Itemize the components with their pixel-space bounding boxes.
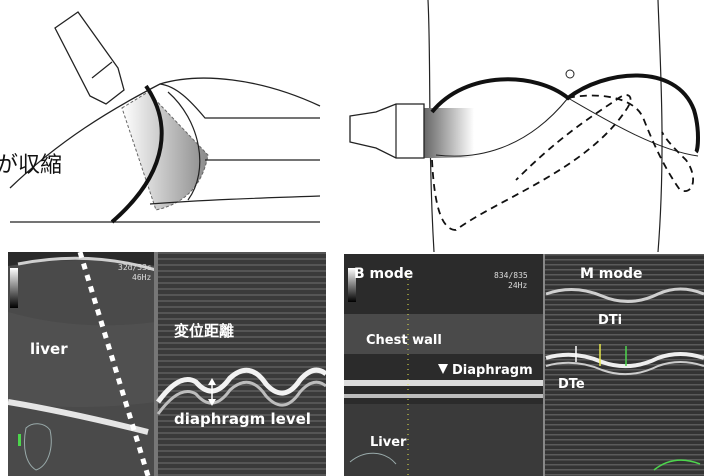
torso-right-outline xyxy=(658,0,662,252)
title-b-mode: B mode xyxy=(354,266,413,282)
label-chest-wall: Chest wall xyxy=(366,333,442,348)
m-mode-region xyxy=(156,252,326,476)
ultrasound-image-right: B mode M mode 834/835 24Hz Chest wall Di… xyxy=(344,254,704,476)
side-view-drawing: が収縮 xyxy=(0,0,330,232)
ultrasound-panel-left: liver 変位距離 diaphragm level 32d/33s 46Hz xyxy=(8,252,326,476)
caption-contract: が収縮 xyxy=(0,153,62,178)
label-liver: liver xyxy=(30,340,68,358)
ultrasound-panel-right: B mode M mode 834/835 24Hz Chest wall Di… xyxy=(344,254,704,476)
body-inner-outline xyxy=(160,84,320,118)
probe-icon xyxy=(350,104,424,158)
liver-tissue-shading xyxy=(8,312,156,407)
probe-marker xyxy=(18,434,21,446)
m-mode-divider xyxy=(543,254,545,476)
front-view-schematic xyxy=(336,0,704,252)
title-m-mode: M mode xyxy=(580,266,643,282)
front-view-drawing xyxy=(336,0,704,252)
label-diaphragm: Diaphragm xyxy=(452,363,533,378)
probe-icon xyxy=(55,12,124,104)
frame-rate: 24Hz xyxy=(508,281,527,290)
beam-shade xyxy=(424,108,474,158)
label-liver: Liver xyxy=(370,435,407,450)
label-dti: DTi xyxy=(598,313,622,328)
diaphragm-bright-line xyxy=(344,380,544,386)
stomach-dashed-outline xyxy=(568,96,693,192)
diaphragm-bright-line-lower xyxy=(344,394,544,398)
ultrasound-image-left: liver 変位距離 diaphragm level 32d/33s 46Hz xyxy=(8,252,326,476)
marker-dot xyxy=(566,70,574,78)
side-view-schematic: が収縮 xyxy=(0,0,330,232)
chest-line xyxy=(436,98,698,156)
frame-counter: 834/835 xyxy=(494,271,528,280)
label-dte: DTe xyxy=(558,377,585,392)
m-mode-divider xyxy=(154,252,158,476)
readout-rate: 46Hz xyxy=(132,273,151,282)
ultrasound-beam xyxy=(122,92,208,210)
label-diaphragm-level: diaphragm level xyxy=(174,410,311,428)
label-displacement: 変位距離 xyxy=(174,322,234,340)
readout-depth: 32d/33s xyxy=(118,263,152,272)
greyscale-bar xyxy=(10,268,18,308)
